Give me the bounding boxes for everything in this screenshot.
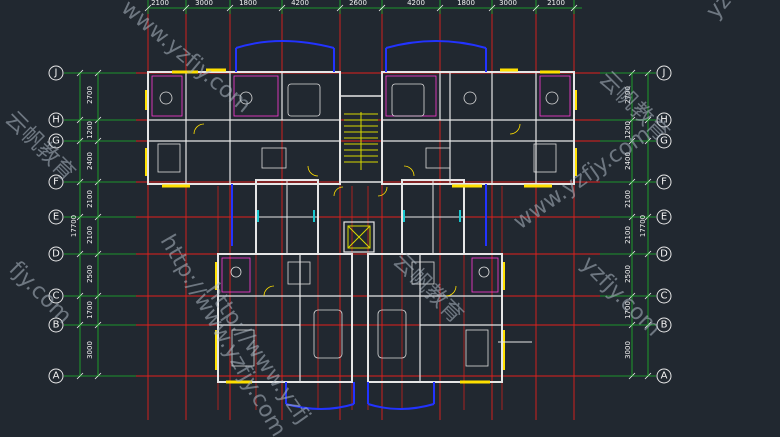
left-dim-text: 1200 [86, 121, 94, 139]
svg-text:B: B [53, 320, 60, 331]
dimension-tick [336, 4, 344, 12]
top-dim-text: 2600 [349, 0, 367, 7]
axis-bubble-d-right: D [656, 246, 672, 262]
svg-text:E: E [53, 212, 59, 223]
axis-bubble-j-right: J [656, 65, 672, 81]
dimension-tick [532, 4, 540, 12]
bed-right [533, 143, 557, 173]
bed-left [157, 143, 181, 173]
right-axis-bubbles: J H G F E D C B A [656, 65, 672, 384]
elevator [343, 221, 375, 253]
svg-text:D: D [660, 249, 668, 260]
axis-bubble-b-left: B [48, 317, 64, 333]
svg-text:A: A [53, 371, 60, 382]
dining-table-upper-right [391, 83, 425, 117]
dimension-tick [378, 4, 386, 12]
top-dim-text: 2100 [151, 0, 169, 7]
dimension-tick [278, 4, 286, 12]
svg-text:H: H [52, 115, 60, 126]
axis-bubble-g-right: G [656, 133, 672, 149]
dimension-tick [182, 4, 190, 12]
axis-bubble-j-left: J [48, 65, 64, 81]
axis-bubble-c-right: C [656, 288, 672, 304]
top-dim-text: 1800 [239, 0, 257, 7]
top-dim-text: 4200 [407, 0, 425, 7]
svg-text:J: J [54, 68, 58, 79]
dining-lower-left [287, 261, 311, 285]
dimension-tick [226, 4, 234, 12]
dimension-tick [570, 4, 578, 12]
dimension-tick [436, 4, 444, 12]
table-left [261, 147, 287, 169]
axis-bubble-c-left: C [48, 288, 64, 304]
doors [257, 210, 461, 222]
right-dim-text: 2700 [624, 86, 632, 104]
right-dim-text: 3000 [624, 341, 632, 359]
dining-table-upper-left [287, 83, 321, 117]
axis-bubble-d-left: D [48, 246, 64, 262]
top-dim-text: 1800 [457, 0, 475, 7]
svg-text:A: A [661, 371, 668, 382]
left-dimension-string: 2700 1200 2400 2100 2100 2500 1700 3000 … [70, 72, 99, 376]
left-dim-text: 1700 [86, 301, 94, 319]
top-dimension-string: 2100 3000 1800 4200 2600 4200 1800 3000 … [144, 0, 582, 12]
right-dim-text: 1700 [624, 301, 632, 319]
svg-text:G: G [52, 136, 60, 147]
svg-text:C: C [661, 291, 668, 302]
svg-text:E: E [661, 212, 667, 223]
svg-text:C: C [53, 291, 60, 302]
top-dim-text: 3000 [195, 0, 213, 7]
left-dim-text: 2400 [86, 152, 94, 170]
stair [339, 95, 383, 183]
svg-text:J: J [662, 68, 666, 79]
right-dim-text: 2100 [624, 226, 632, 244]
axis-bubble-f-right: F [656, 174, 672, 190]
left-axis-bubbles: J H G F E D C B A [48, 65, 64, 384]
svg-text:F: F [661, 177, 667, 188]
axis-bubble-a-left: A [48, 368, 64, 384]
dimension-tick [488, 4, 496, 12]
axis-bubble-a-right: A [656, 368, 672, 384]
table-right [425, 147, 451, 169]
svg-text:H: H [660, 115, 668, 126]
balconies [231, 40, 487, 410]
left-dim-text: 2500 [86, 265, 94, 283]
left-overall-dim: 17700 [70, 215, 78, 237]
svg-text:B: B [661, 320, 668, 331]
axis-bubble-e-right: E [656, 209, 672, 225]
dining-lower-right [411, 261, 435, 285]
left-dim-text: 3000 [86, 341, 94, 359]
bed-lower-right [465, 329, 489, 367]
axis-bubble-f-left: F [48, 174, 64, 190]
sofa-lower-right [377, 309, 407, 359]
right-dim-text: 1200 [624, 121, 632, 139]
top-dim-text: 2100 [547, 0, 565, 7]
top-dim-text: 4200 [291, 0, 309, 7]
svg-text:F: F [53, 177, 59, 188]
right-dim-text: 2100 [624, 190, 632, 208]
windows [145, 68, 577, 384]
left-dim-text: 2100 [86, 226, 94, 244]
axis-bubble-h-left: H [48, 112, 64, 128]
room-partitions [151, 75, 571, 293]
right-overall-dim: 17700 [639, 215, 647, 237]
right-dim-text: 2400 [624, 152, 632, 170]
axis-bubble-b-right: B [656, 317, 672, 333]
svg-text:D: D [52, 249, 60, 260]
top-dim-text: 3000 [499, 0, 517, 7]
right-dimension-string: 2700 1200 2400 2100 2100 2500 1700 3000 … [624, 72, 649, 376]
bed-lower-left [231, 329, 255, 367]
left-dim-text: 2100 [86, 190, 94, 208]
axis-bubble-h-right: H [656, 112, 672, 128]
dimension-tick [144, 4, 152, 12]
axis-bubble-e-left: E [48, 209, 64, 225]
sofa-lower-left [313, 309, 343, 359]
door-swings [193, 123, 521, 297]
axis-bubble-g-left: G [48, 133, 64, 149]
right-dim-text: 2500 [624, 265, 632, 283]
furniture [157, 83, 559, 367]
svg-text:G: G [660, 136, 668, 147]
left-dim-text: 2700 [86, 86, 94, 104]
